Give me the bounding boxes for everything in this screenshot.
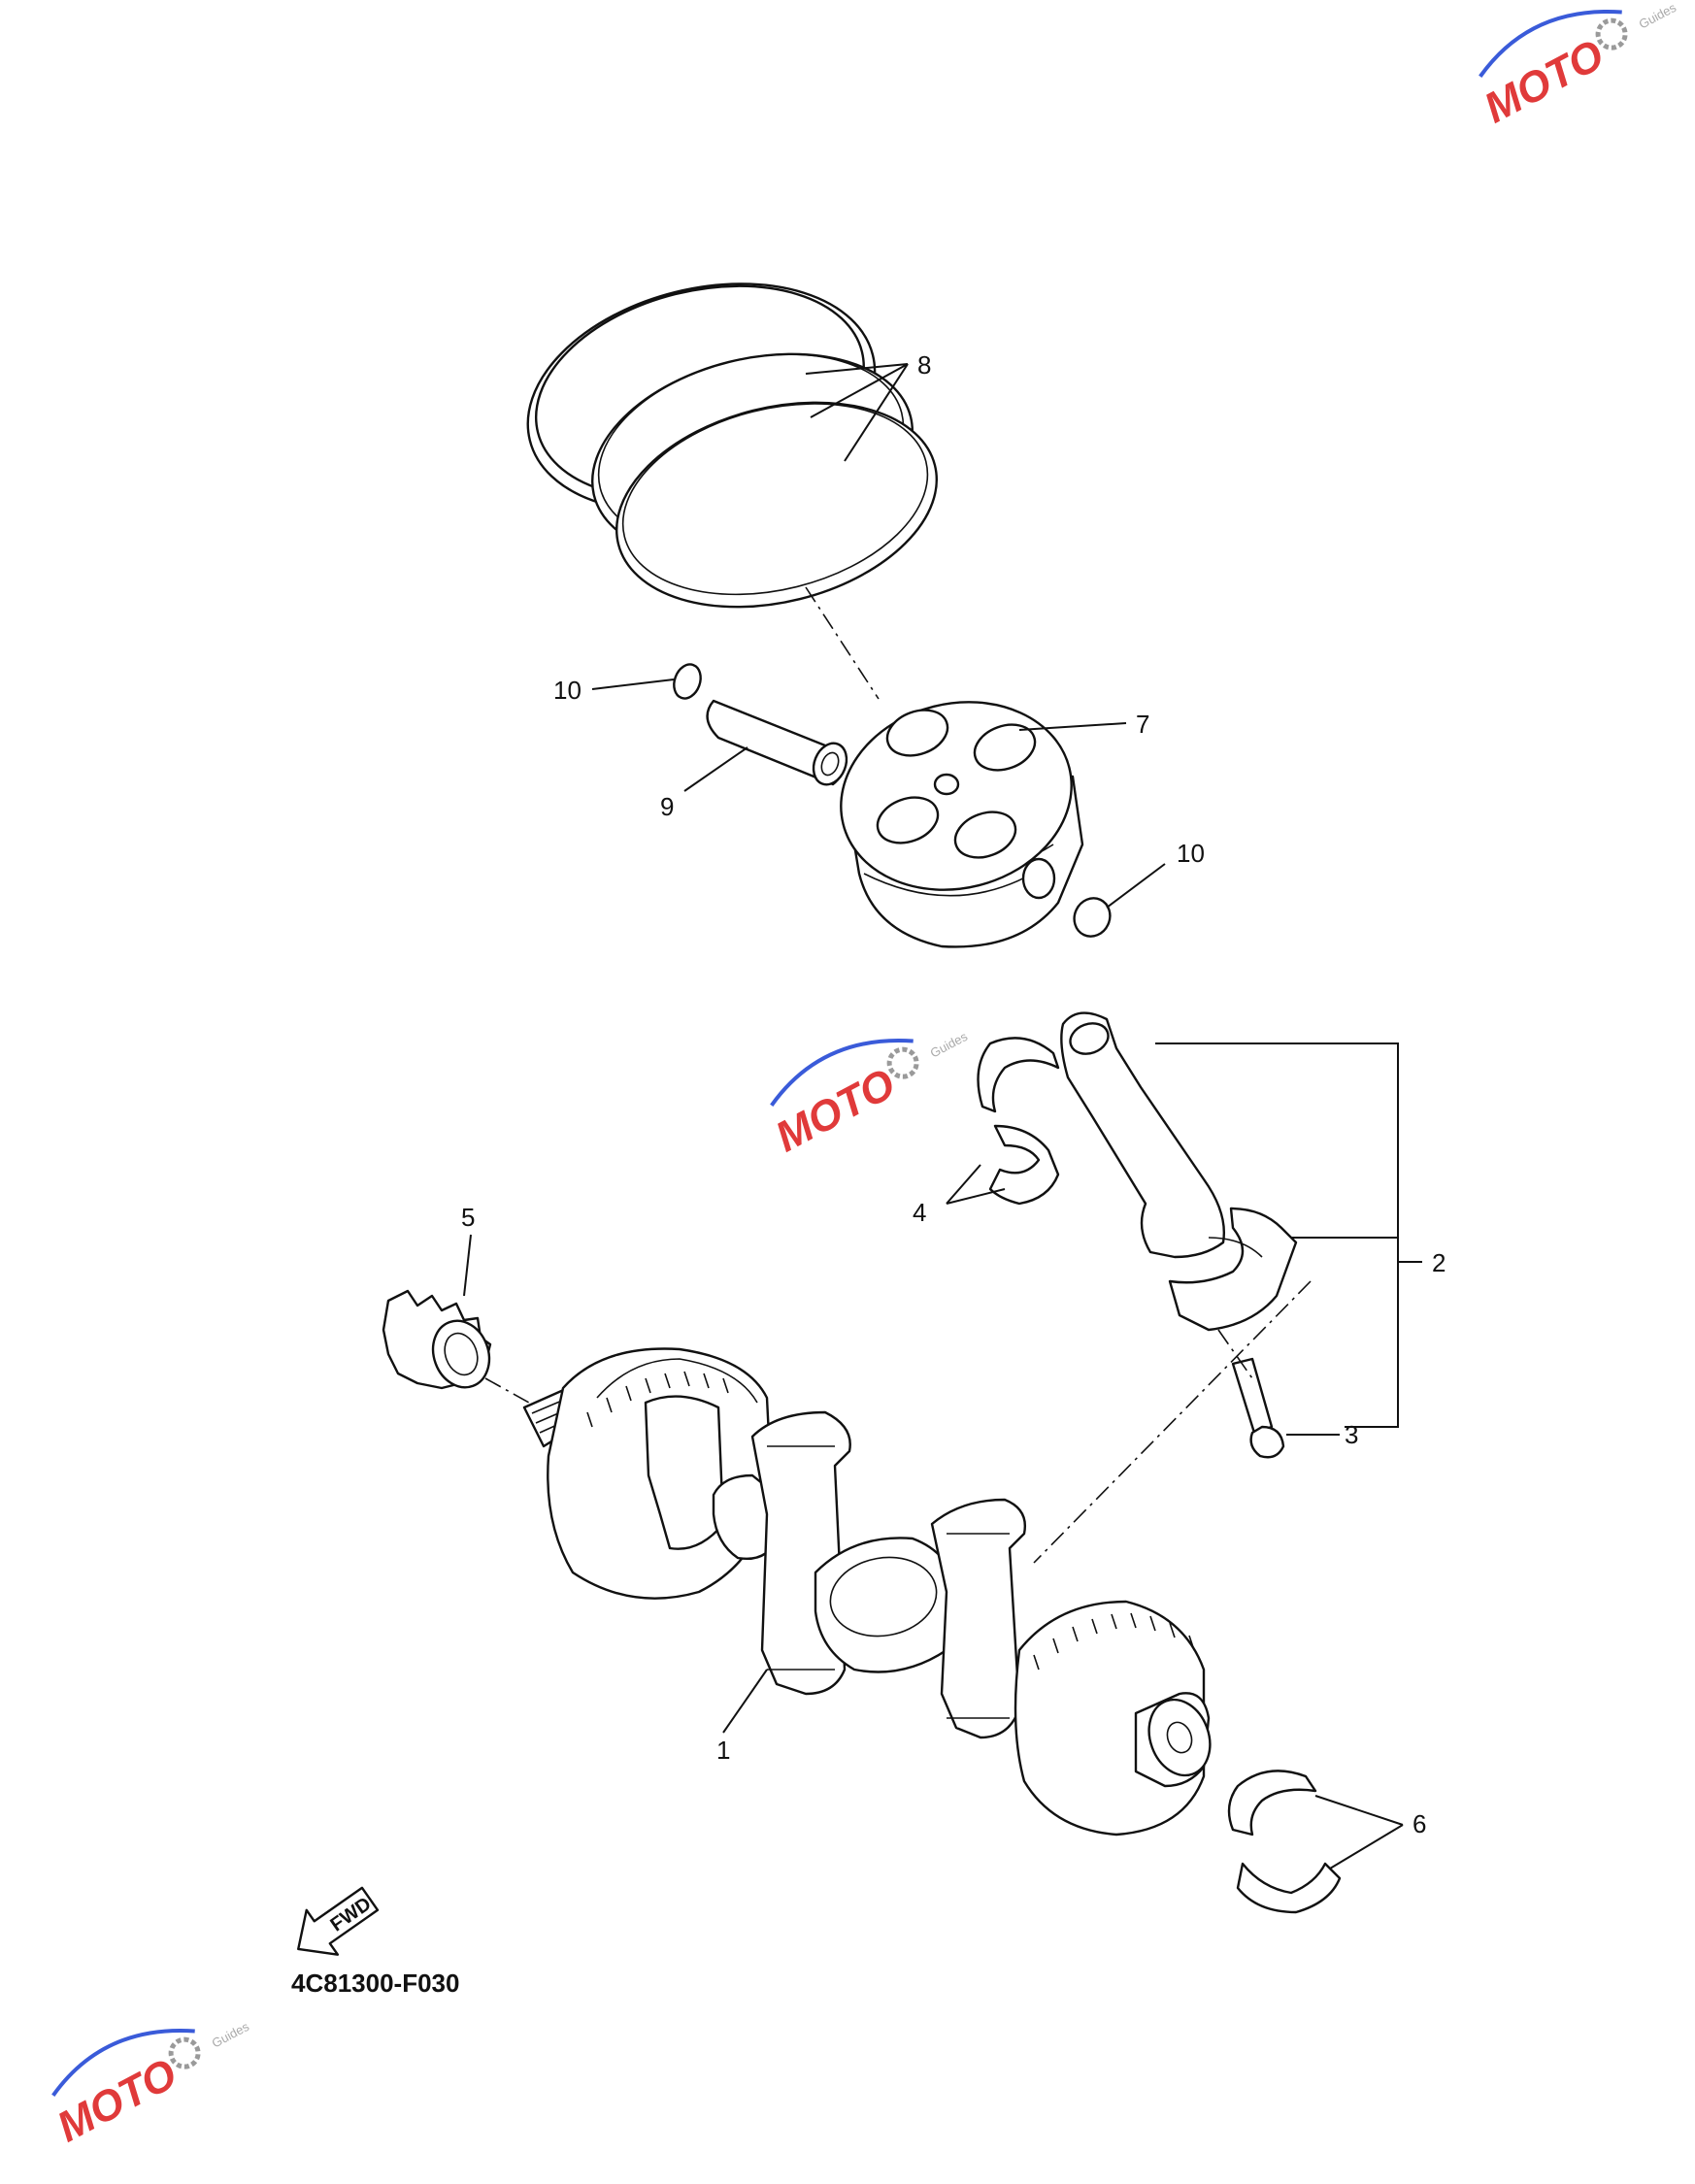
main-bearings xyxy=(1227,1770,1342,1914)
leader-6-b xyxy=(1329,1824,1404,1870)
piston-pin-clip-left xyxy=(673,663,702,700)
callout-10-left: 10 xyxy=(553,676,582,705)
callout-6: 6 xyxy=(1412,1809,1426,1838)
callout-5: 5 xyxy=(461,1203,475,1232)
leader-10-left xyxy=(591,678,675,690)
svg-text:MOTO: MOTO xyxy=(50,2050,184,2152)
leader-8-b xyxy=(810,363,909,418)
leader-2-frame xyxy=(1155,1042,1399,1428)
crankshaft xyxy=(522,1347,1212,1837)
leader-9 xyxy=(683,746,748,792)
centerline-bolt xyxy=(1217,1329,1253,1379)
svg-text:Guides: Guides xyxy=(1637,0,1679,32)
centerline-gear xyxy=(484,1377,530,1404)
callout-9: 9 xyxy=(660,792,674,821)
leader-4-b xyxy=(946,1188,1006,1205)
leader-10-right xyxy=(1106,863,1166,909)
callout-3: 3 xyxy=(1345,1420,1358,1449)
piston-pin-clip-right xyxy=(1073,897,1112,938)
callout-8: 8 xyxy=(917,350,931,380)
centerline-rings-piston xyxy=(805,586,880,700)
watermark-logo-middle: MOTO Guides xyxy=(768,1029,971,1162)
connecting-rod xyxy=(1060,1011,1298,1332)
leader-4-a xyxy=(946,1164,981,1205)
svg-text:MOTO: MOTO xyxy=(1477,31,1612,133)
leader-6-a xyxy=(1314,1795,1404,1826)
svg-text:Guides: Guides xyxy=(210,2019,252,2051)
callout-10-right: 10 xyxy=(1177,839,1205,868)
piston-rings xyxy=(526,282,938,609)
callout-4: 4 xyxy=(913,1198,926,1227)
connecting-rod-bolt xyxy=(1231,1357,1285,1459)
piston xyxy=(840,701,1084,948)
callout-2: 2 xyxy=(1432,1248,1446,1277)
piston-pin xyxy=(706,699,848,786)
watermark-logo-bottom: MOTO Guides xyxy=(50,2019,252,2152)
leader-1 xyxy=(722,1669,768,1734)
gear xyxy=(382,1289,492,1390)
callout-1: 1 xyxy=(716,1736,730,1765)
watermark-logo-top: MOTO Guides xyxy=(1477,0,1679,133)
fwd-arrow-icon: FWD xyxy=(297,1886,380,1956)
leader-8-a xyxy=(805,363,909,375)
leader-5 xyxy=(463,1234,472,1297)
svg-text:MOTO: MOTO xyxy=(768,1060,903,1162)
leader-7 xyxy=(1018,722,1127,731)
svg-text:Guides: Guides xyxy=(928,1029,971,1061)
leader-8-c xyxy=(844,363,909,462)
diagram-code: 4C81300-F030 xyxy=(291,1969,459,1998)
centerline-rod-crank xyxy=(1033,1280,1312,1564)
callout-7: 7 xyxy=(1136,710,1149,739)
big-end-bearings xyxy=(977,1037,1060,1206)
